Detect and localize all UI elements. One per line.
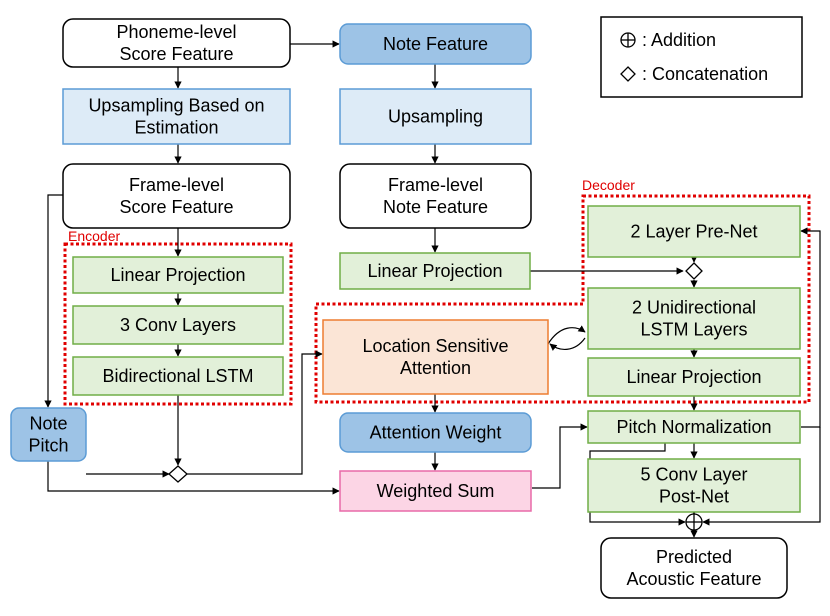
node-box bbox=[587, 205, 801, 258]
node-label: Upsampling Based on bbox=[88, 96, 264, 116]
node-label: 5 Conv Layer bbox=[640, 465, 747, 485]
node-label: Frame-level bbox=[388, 175, 483, 195]
output-addition-icon bbox=[685, 513, 703, 531]
node-label: 3 Conv Layers bbox=[120, 315, 236, 335]
decoder-region bbox=[314, 194, 811, 404]
legend-box bbox=[600, 16, 803, 98]
node-label: Linear Projection bbox=[626, 367, 761, 387]
node-label: Bidirectional LSTM bbox=[102, 366, 253, 386]
node-box bbox=[72, 356, 284, 396]
node-box bbox=[322, 319, 549, 395]
node-label: Acoustic Feature bbox=[626, 569, 761, 589]
node-box bbox=[587, 287, 801, 350]
node-note-feature: Note Feature bbox=[339, 23, 532, 65]
node-label: Pitch bbox=[28, 436, 68, 456]
node-conv3: 3 Conv Layers bbox=[72, 305, 284, 345]
node-box bbox=[72, 256, 284, 294]
node-prenet: 2 Layer Pre-Net bbox=[587, 205, 801, 258]
node-bilstm: Bidirectional LSTM bbox=[72, 356, 284, 396]
node-label: Note Feature bbox=[383, 197, 488, 217]
node-label: Upsampling bbox=[388, 107, 483, 127]
node-label: LSTM Layers bbox=[640, 320, 747, 340]
node-box bbox=[339, 23, 532, 65]
connectors bbox=[44, 40, 821, 538]
node-label: 2 Layer Pre-Net bbox=[630, 222, 757, 242]
node-label: Attention bbox=[400, 358, 471, 378]
encoder-concatenation-icon bbox=[168, 465, 188, 483]
decoder-label: Decoder bbox=[582, 177, 635, 193]
node-pitch-norm: Pitch Normalization bbox=[587, 410, 801, 444]
encoder-label: Encoder bbox=[68, 228, 120, 244]
node-label: Weighted Sum bbox=[377, 481, 495, 501]
node-label: Predicted bbox=[656, 547, 732, 567]
node-box bbox=[72, 305, 284, 345]
node-label: Score Feature bbox=[119, 44, 233, 64]
node-label: Linear Projection bbox=[110, 265, 245, 285]
node-box bbox=[62, 18, 291, 68]
node-box bbox=[587, 410, 801, 444]
node-enc-linear: Linear Projection bbox=[72, 256, 284, 294]
node-label: Note bbox=[29, 414, 67, 434]
node-weighted-sum: Weighted Sum bbox=[339, 470, 532, 512]
node-box bbox=[600, 537, 788, 599]
node-box bbox=[587, 357, 801, 397]
node-box bbox=[339, 163, 532, 229]
legend-addition-label: : Addition bbox=[642, 30, 716, 50]
legend: : Addition : Concatenation bbox=[600, 16, 803, 98]
node-upsampling: Upsampling bbox=[339, 88, 532, 145]
legend-concatenation-label: : Concatenation bbox=[642, 64, 768, 84]
node-box bbox=[62, 163, 291, 229]
node-label: Score Feature bbox=[119, 197, 233, 217]
node-note-linear: Linear Projection bbox=[339, 252, 531, 290]
node-box bbox=[62, 88, 291, 145]
node-box bbox=[587, 458, 801, 513]
node-label: Linear Projection bbox=[367, 261, 502, 281]
decoder-concatenation-icon bbox=[685, 262, 703, 280]
node-label: Phoneme-level bbox=[116, 22, 236, 42]
node-label: Note Feature bbox=[383, 34, 488, 54]
node-box bbox=[339, 252, 531, 290]
node-dec-linear: Linear Projection bbox=[587, 357, 801, 397]
node-label: Post-Net bbox=[659, 487, 729, 507]
node-label: Attention Weight bbox=[370, 423, 502, 443]
addition-symbol-icon bbox=[620, 32, 636, 48]
node-label: 2 Unidirectional bbox=[632, 298, 756, 318]
node-box bbox=[339, 88, 532, 145]
node-box bbox=[339, 412, 532, 453]
concatenation-symbol-icon bbox=[620, 66, 636, 82]
node-label: Location Sensitive bbox=[362, 336, 508, 356]
node-label: Estimation bbox=[134, 118, 218, 138]
node-label: Frame-level bbox=[129, 175, 224, 195]
node-attention-weight: Attention Weight bbox=[339, 412, 532, 453]
node-box bbox=[10, 407, 87, 462]
node-box bbox=[339, 470, 532, 512]
node-label: Pitch Normalization bbox=[616, 417, 771, 437]
